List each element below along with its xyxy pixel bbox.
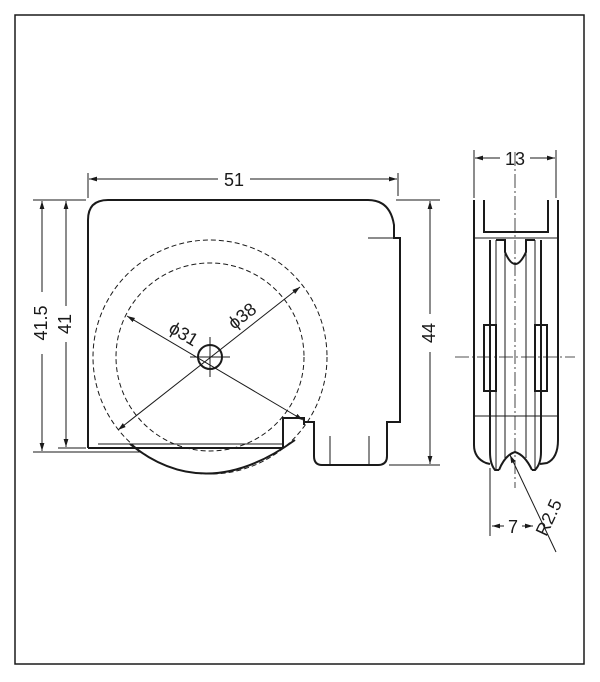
front-view	[87, 199, 401, 475]
dim-radius: R2.5	[532, 496, 566, 539]
dim-width-13: 13	[505, 149, 525, 169]
dim-height-41-5: 41.5	[31, 305, 51, 340]
side-dimensions: 13 7 R2.5	[473, 149, 566, 553]
dim-width-7: 7	[508, 517, 518, 537]
circle-dia-31	[115, 262, 305, 452]
housing-outline	[87, 199, 401, 466]
dim-dia-38: ϕ38	[224, 299, 260, 333]
front-dimensions: 51 41.5 41 44 ϕ31 ϕ38	[31, 170, 440, 466]
dim-dia-31: ϕ31	[166, 318, 202, 351]
dim-width-51: 51	[224, 170, 244, 190]
circle-dia-38	[92, 239, 328, 475]
side-view	[455, 152, 575, 488]
drawing-border	[14, 14, 585, 665]
dim-height-44: 44	[419, 323, 439, 343]
dim-height-41: 41	[55, 314, 75, 334]
